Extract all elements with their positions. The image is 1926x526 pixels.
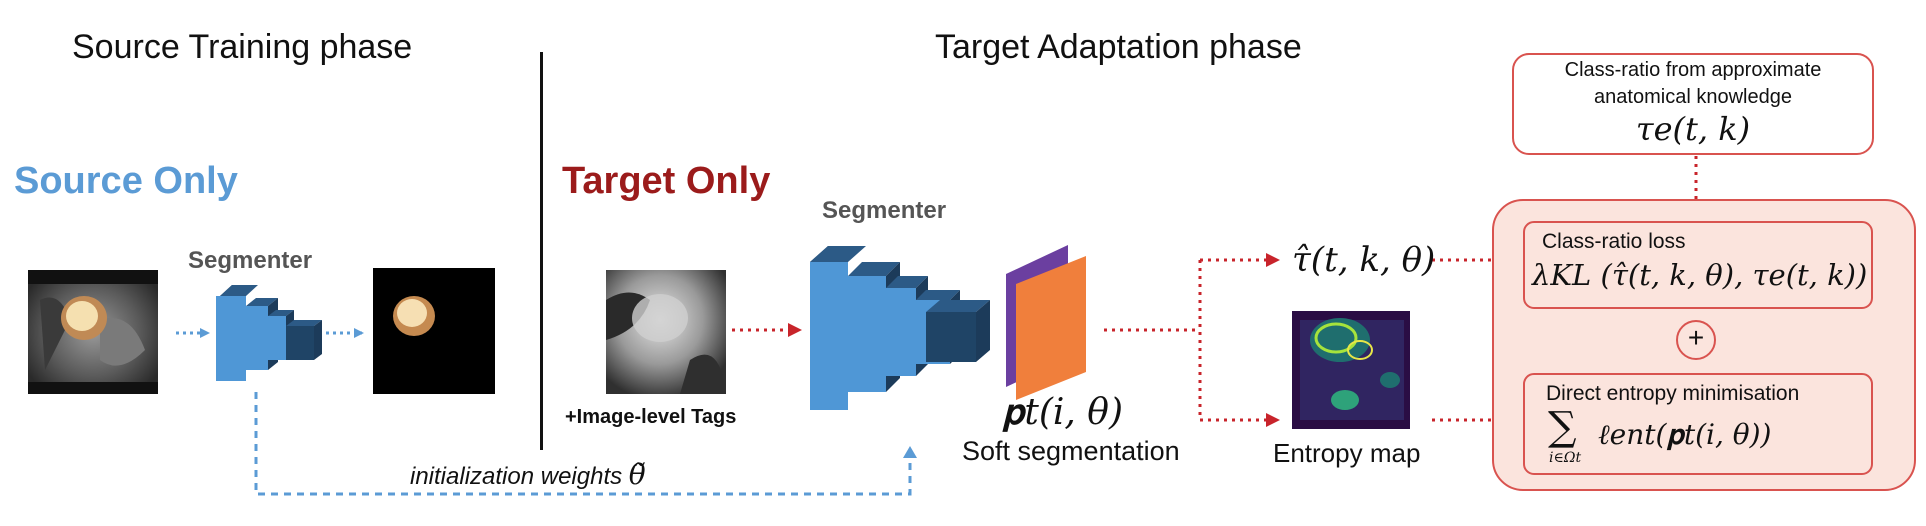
source-segmentation-output [373, 268, 495, 394]
target-segmenter-network [810, 246, 990, 410]
init-weights-label: initialization weights θ̃ [410, 458, 646, 491]
phase-divider [540, 52, 543, 450]
entropy-map-image [1292, 311, 1410, 429]
class-ratio-loss-title: Class-ratio loss [1542, 230, 1686, 253]
image-level-tags-label: +Image-level Tags [565, 406, 737, 428]
prior-box [1512, 53, 1874, 155]
theta-tilde: θ̃ [628, 458, 646, 491]
entropy-loss-box [1523, 373, 1873, 475]
class-ratio-loss-box [1523, 221, 1873, 309]
prior-line1: Class-ratio from approximate [1564, 59, 1822, 81]
target-phase-title: Target Adaptation phase [935, 28, 1302, 66]
entropy-loss-title: Direct entropy minimisation [1546, 382, 1800, 405]
target-segmenter-label: Segmenter [822, 197, 947, 224]
initialization-arrow [254, 392, 912, 496]
class-ratio-loss-formula: λKL (τ̂(t, k, θ), τe(t, k)) [1532, 258, 1868, 292]
plus-sign: + [1687, 322, 1705, 353]
source-only-heading: Source Only [14, 160, 238, 202]
target-mri-image [606, 270, 726, 394]
source-segmenter-network [216, 285, 322, 381]
soft-seg-orange-plane [1016, 256, 1086, 400]
pt-formula: 𝐩t(i, θ) [1002, 392, 1123, 433]
source-mri-image [28, 270, 158, 394]
source-segmenter-label: Segmenter [188, 247, 313, 274]
sum-symbol: ∑ [1548, 404, 1577, 450]
tau-e-formula: τe(t, k) [1635, 110, 1751, 148]
tau-hat-formula: τ̂(t, k, θ) [1292, 240, 1436, 280]
plus-circle [1676, 320, 1716, 360]
source-phase-title: Source Training phase [72, 28, 413, 66]
sum-subscript: i∈Ωt [1549, 450, 1582, 466]
target-only-heading: Target Only [562, 160, 771, 202]
initialization-arrowhead [903, 446, 917, 458]
prior-line2: anatomical knowledge [1594, 86, 1792, 108]
entropy-map-label: Entropy map [1273, 438, 1421, 468]
entropy-loss-formula: ℓent(𝐩t(i, θ)) [1598, 418, 1772, 451]
soft-segmentation-label: Soft segmentation [962, 436, 1180, 466]
